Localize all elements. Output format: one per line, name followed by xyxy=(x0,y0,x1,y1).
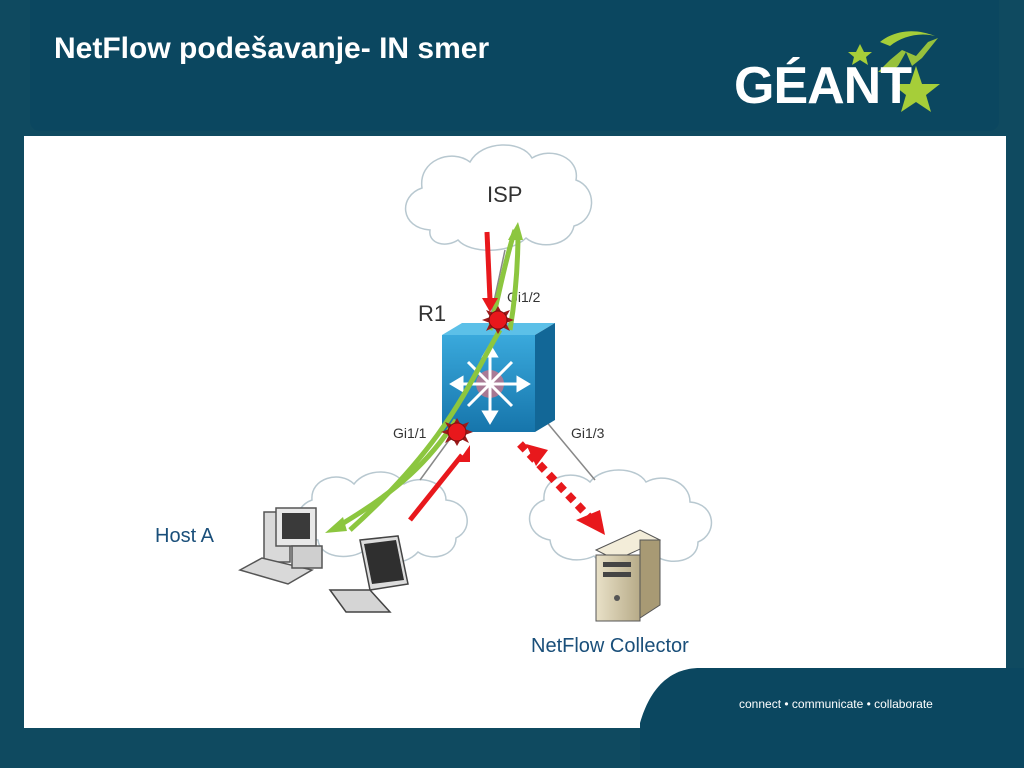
laptop-icon xyxy=(328,535,409,613)
flow-in-host-arrowhead xyxy=(458,445,470,462)
desktop-computer-icon xyxy=(238,507,323,585)
port-label-gi13: Gi1/3 xyxy=(571,425,605,441)
netflow-export-arrowhead-back xyxy=(526,444,548,466)
monitor-point-gi11-icon xyxy=(441,418,473,446)
isp-label: ISP xyxy=(487,182,522,207)
geant-logo: GÉANT xyxy=(730,22,950,117)
flow-in-isp-arrowhead xyxy=(482,298,498,312)
router-arrows-icon xyxy=(449,343,531,425)
flow-out-isp-path-2 xyxy=(507,231,521,331)
logo-star-icon xyxy=(848,31,940,112)
router-label: R1 xyxy=(418,301,446,326)
flow-in-host-line xyxy=(408,453,464,522)
flow-out-host-arrowhead xyxy=(325,517,347,533)
footer-wave xyxy=(640,668,1024,768)
logo-text: GÉANT xyxy=(734,57,912,115)
monitor-point-gi12-icon xyxy=(482,306,514,334)
server-icon xyxy=(594,529,662,622)
flow-in-isp-line xyxy=(484,231,493,301)
collector-label: NetFlow Collector xyxy=(531,635,689,657)
flow-out-host-path-2 xyxy=(348,328,503,532)
isp-link xyxy=(489,249,506,321)
header-bar xyxy=(30,0,999,131)
netflow-export-arrowhead xyxy=(576,510,605,535)
collector-link xyxy=(544,419,596,481)
host-label: Host A xyxy=(155,525,215,547)
slide-title: NetFlow podešavanje- IN smer xyxy=(54,32,490,65)
footer-tagline: connect • communicate • collaborate xyxy=(739,697,933,711)
isp-cloud xyxy=(405,144,593,251)
router-r1 xyxy=(442,323,555,432)
port-label-gi11: Gi1/1 xyxy=(393,425,427,441)
